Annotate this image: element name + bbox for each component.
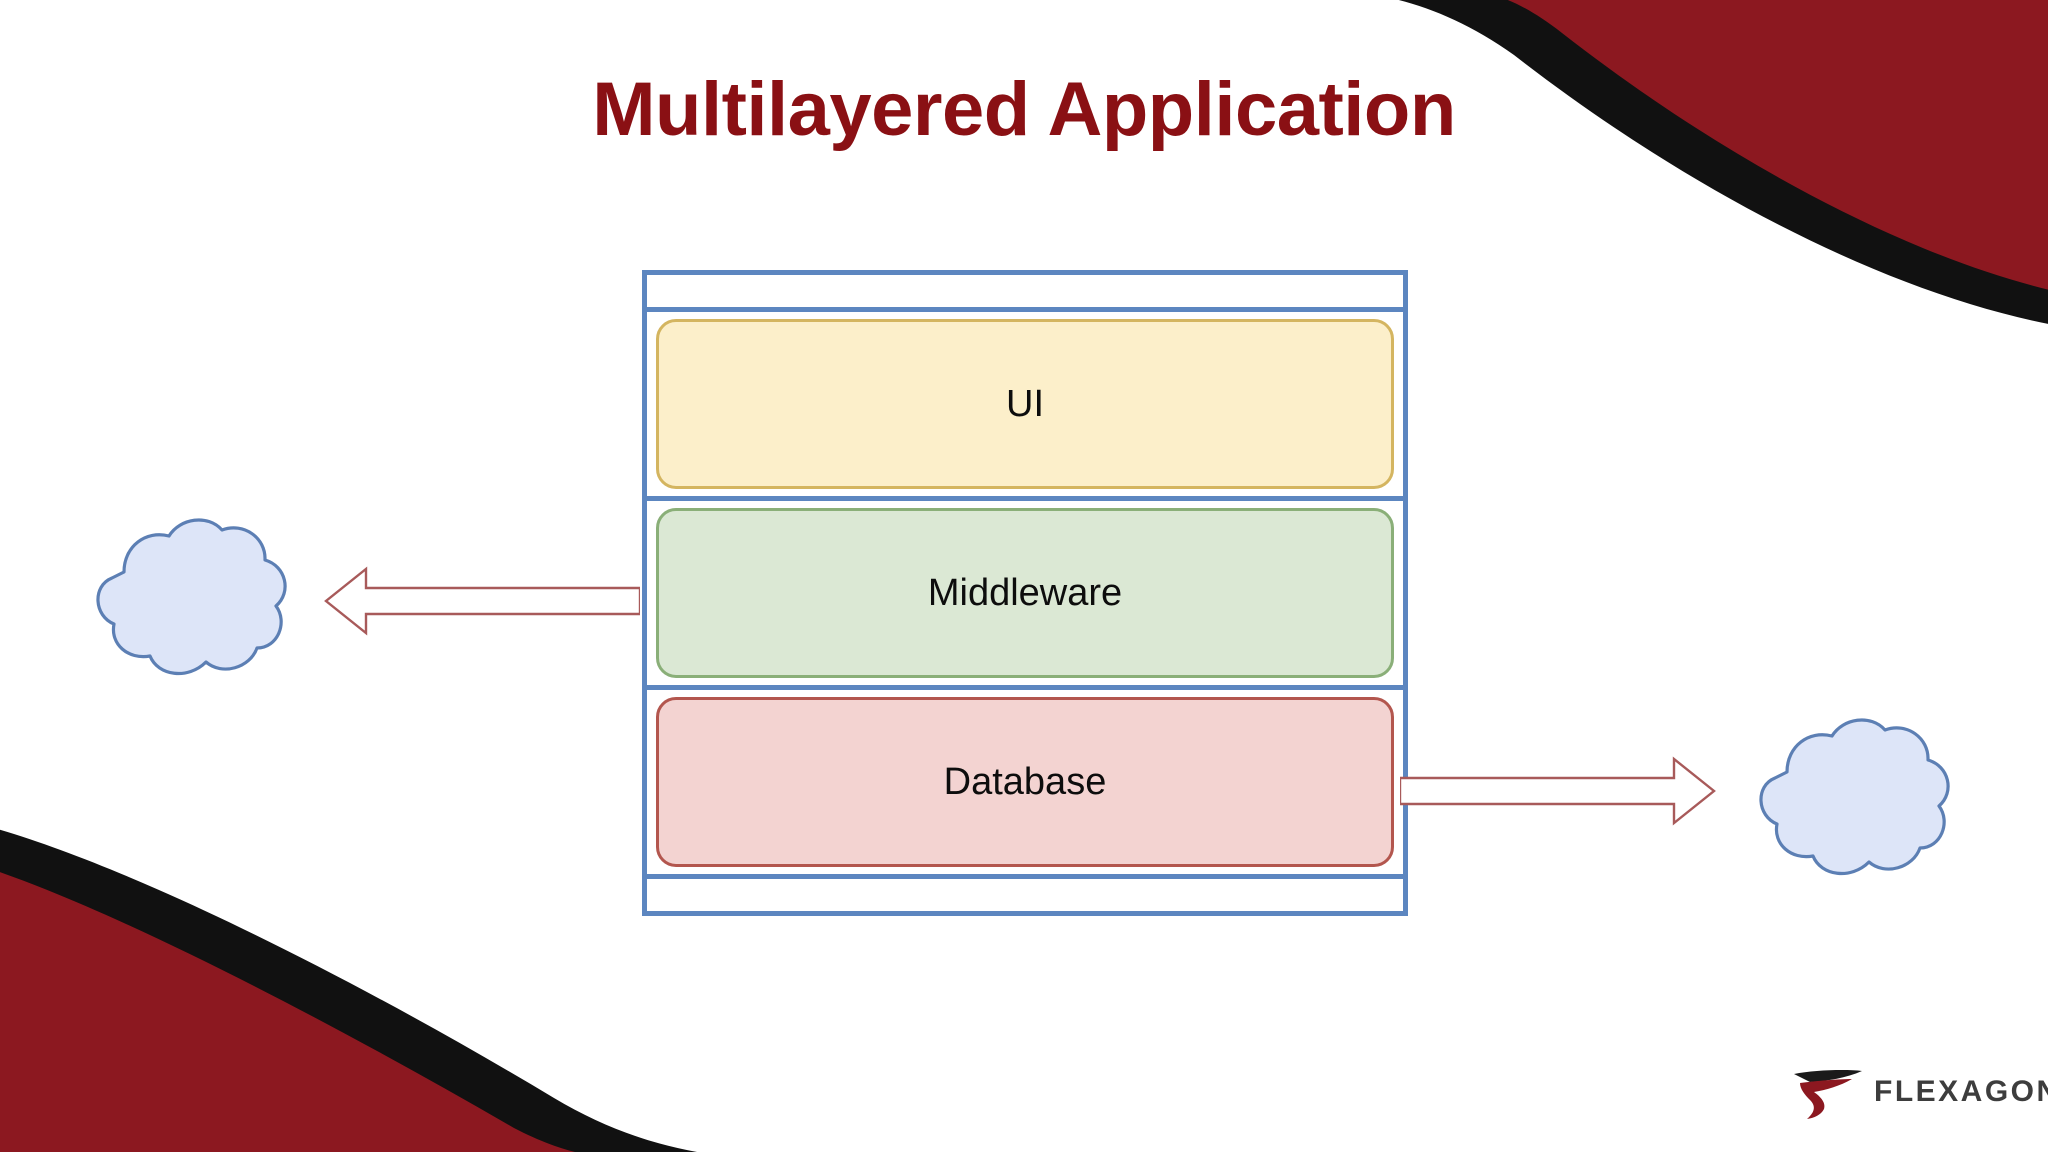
flexagon-logo-mark-icon xyxy=(1794,1070,1862,1119)
cloud-right-icon xyxy=(1759,718,1950,876)
page-title: Multilayered Application xyxy=(592,67,1456,152)
layer-box-database[interactable]: Database xyxy=(656,697,1394,867)
corner-swoosh-top-right-icon xyxy=(1398,0,2048,324)
layer-band-middleware: Middleware xyxy=(647,501,1403,690)
middleware-outbound-arrow-icon xyxy=(324,566,640,636)
multilayer-container: UI Middleware Database xyxy=(642,270,1408,916)
database-outbound-arrow-icon xyxy=(1400,756,1716,826)
layer-label-middleware: Middleware xyxy=(927,571,1123,614)
layer-box-ui[interactable]: UI xyxy=(656,319,1394,489)
stack-top-strip xyxy=(647,275,1403,312)
layer-label-ui: UI xyxy=(1006,382,1044,425)
layer-band-ui: UI xyxy=(647,312,1403,501)
flexagon-logo-text: FLEXAGON xyxy=(1874,1075,2048,1108)
stack-bottom-strip xyxy=(647,874,1403,911)
layer-box-middleware[interactable]: Middleware xyxy=(656,508,1394,678)
layer-label-database: Database xyxy=(943,760,1107,803)
brand-logo: FLEXAGON xyxy=(1788,1060,2048,1124)
corner-swoosh-bottom-left-icon xyxy=(0,829,698,1152)
cloud-left-icon xyxy=(96,518,287,676)
layer-band-database: Database xyxy=(647,690,1403,874)
